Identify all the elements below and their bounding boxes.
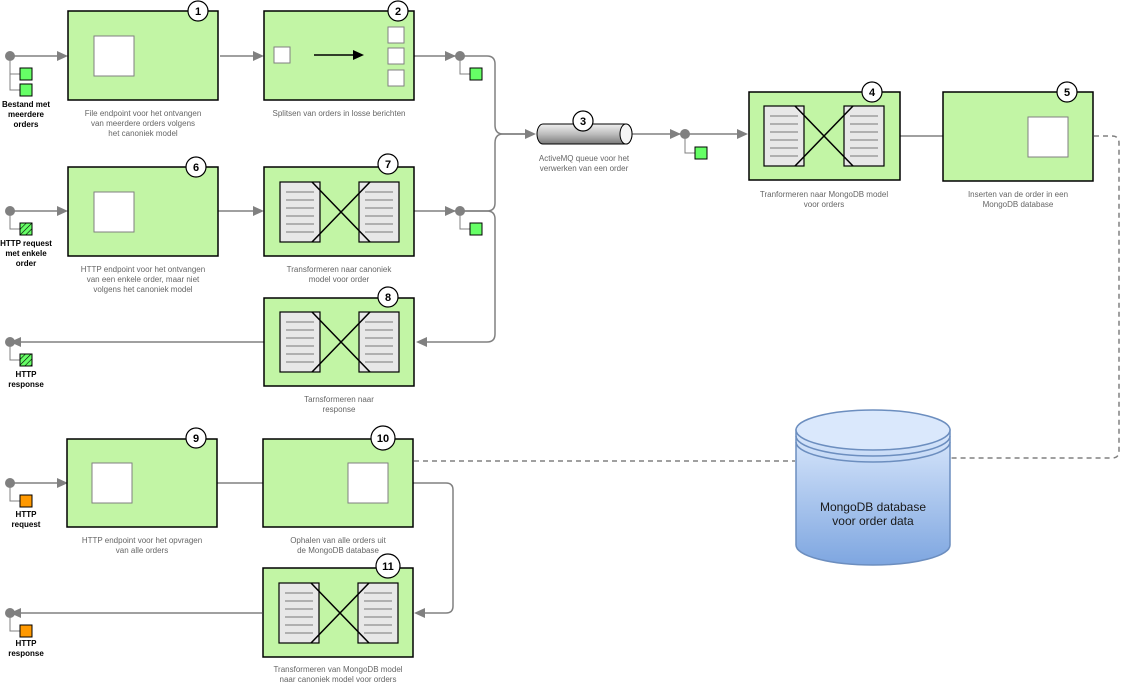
http-message-icon xyxy=(19,353,33,367)
svg-text:6: 6 xyxy=(193,162,199,174)
svg-text:11: 11 xyxy=(382,561,394,573)
svg-text:Splitsen van orders in losse b: Splitsen van orders in losse berichten xyxy=(273,109,406,118)
flow-n10-n11 xyxy=(388,482,454,614)
message-icon xyxy=(469,67,483,81)
node-2-splitter: 2 Splitsen van orders in losse berichten xyxy=(263,0,415,118)
junction-after-transform xyxy=(455,206,483,236)
junction-after-splitter xyxy=(455,51,483,81)
svg-text:1: 1 xyxy=(195,6,201,18)
svg-text:5: 5 xyxy=(1064,87,1070,99)
svg-text:2: 2 xyxy=(395,6,401,18)
flow-n5-db xyxy=(950,135,1120,459)
message-icon xyxy=(19,83,33,97)
message-icon xyxy=(694,146,708,160)
http-message-icon xyxy=(19,494,33,508)
svg-text:4: 4 xyxy=(869,87,876,99)
svg-text:10: 10 xyxy=(377,433,389,445)
junction-after-queue xyxy=(680,129,708,160)
svg-text:7: 7 xyxy=(385,159,391,171)
flow-junction-n8 xyxy=(424,210,496,343)
svg-text:3: 3 xyxy=(580,116,586,128)
flow-split-queue xyxy=(460,55,528,135)
svg-text:8: 8 xyxy=(385,292,391,304)
svg-text:9: 9 xyxy=(193,433,199,445)
message-icon xyxy=(19,67,33,81)
http-message-icon xyxy=(19,222,33,236)
http-message-icon xyxy=(19,624,33,638)
flow-n7-queue xyxy=(460,133,528,212)
message-icon xyxy=(469,222,483,236)
